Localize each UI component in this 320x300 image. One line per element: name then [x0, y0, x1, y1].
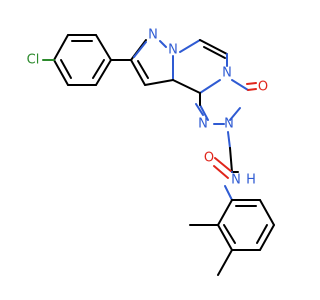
bond: [53, 34, 69, 61]
bond: [199, 104, 209, 121]
dimethylphenyl-ring: [217, 185, 275, 251]
atom-label-o-ketone: O: [258, 80, 268, 95]
bond: [144, 79, 174, 86]
atom-label-n-pyrazole-bridge: N: [168, 43, 178, 58]
bond: [95, 34, 112, 61]
atom-label-h-amide: H: [246, 173, 256, 188]
atom-label-n-triazole-right: N: [224, 117, 234, 132]
atom-label-n-triazole-left: N: [198, 117, 208, 132]
bond-methyl-2: [217, 249, 233, 276]
bond-c-o-ketone: [247, 88, 257, 91]
atom-label-n-pyrazole-top: N: [148, 28, 158, 43]
atom-label-n-triazole-bridge: N: [222, 66, 232, 81]
triazolone-ring: [195, 79, 249, 125]
atom-label-o-amide: O: [204, 151, 214, 166]
bond: [199, 79, 221, 94]
bond: [217, 199, 233, 226]
molecule-svg: Cl N N N N N O O N H: [27, 28, 275, 276]
bond: [195, 103, 204, 116]
bond: [229, 147, 232, 161]
bond: [223, 224, 236, 244]
bond: [172, 79, 201, 94]
bond: [259, 199, 275, 226]
bond: [60, 59, 72, 79]
bond: [256, 224, 268, 244]
atom-label-cl: Cl: [27, 53, 40, 68]
bond: [137, 60, 149, 79]
bond: [159, 40, 167, 48]
pyrazine-ring: [172, 39, 228, 94]
bond: [130, 59, 146, 86]
bond: [259, 224, 275, 251]
bond: [95, 59, 112, 86]
bond: [231, 79, 249, 91]
bond: [224, 185, 233, 201]
bond: [229, 107, 241, 121]
bond-n-ch2: [227, 131, 231, 149]
bond: [199, 39, 228, 55]
molecule-structure-diagram: Cl N N N N N O O N H: [27, 28, 275, 276]
bond: [92, 59, 105, 79]
bond: [53, 59, 69, 86]
bond: [203, 46, 226, 59]
bond: [133, 41, 147, 58]
bond: [217, 224, 233, 251]
pyrazole-ring: [130, 39, 174, 86]
bond-c-o-ketone-double: [246, 82, 257, 85]
atom-label-n-amide: N: [231, 173, 241, 188]
bond-ch2-carbonyl: [230, 159, 233, 173]
bond-amide-c-o-double: [213, 165, 229, 179]
bond: [179, 39, 201, 53]
chlorophenyl-ring: [53, 34, 112, 86]
bond-amide-c-o: [214, 157, 233, 173]
